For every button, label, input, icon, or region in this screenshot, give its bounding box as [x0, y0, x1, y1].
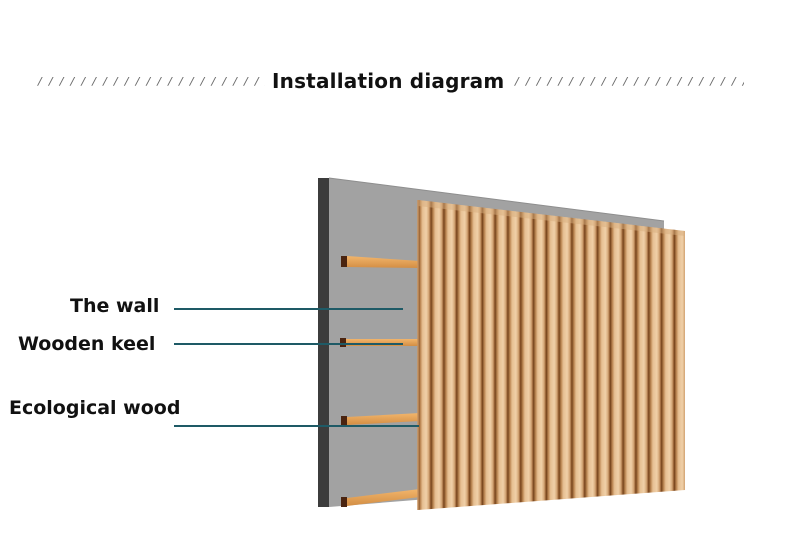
title-row: / / / / / / / / / / / / / / / / / / / / … [0, 66, 790, 98]
page-title: Installation diagram [272, 69, 505, 93]
title-decoration-left: / / / / / / / / / / / / / / / / / / / / … [37, 75, 265, 88]
keel-1 [341, 256, 420, 268]
label-the-wall: The wall [70, 295, 160, 317]
keel-4 [341, 489, 420, 507]
label-wooden-keel: Wooden keel [18, 333, 156, 355]
label-ecological-wood: Ecological wood [9, 397, 181, 419]
keel-2 [340, 338, 420, 347]
wooden-keels [340, 256, 420, 507]
leader-lines [174, 308, 419, 427]
ecological-wood-panel [417, 200, 685, 510]
wall-edge [318, 178, 329, 507]
title-decoration-right: / / / / / / / / / / / / / / / / / / / / … [514, 75, 744, 88]
keel-3 [341, 413, 420, 426]
